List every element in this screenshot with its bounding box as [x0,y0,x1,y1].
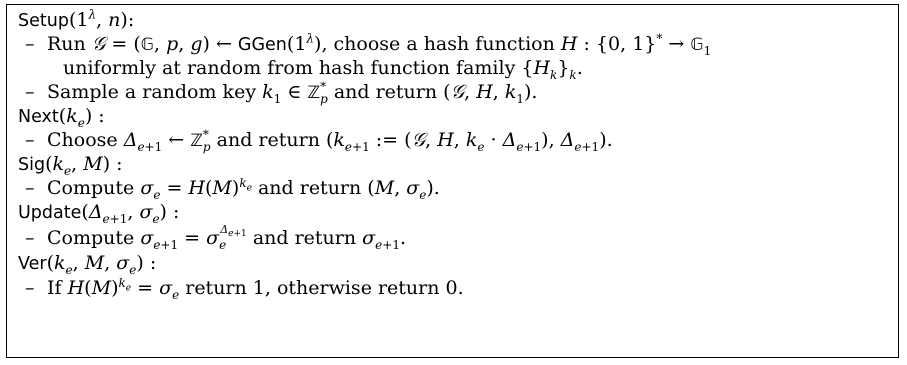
next-step-1: –Choose Δe+1 ← ℤ*p and return (ke+1 := (… [25,127,613,154]
next-header: Next(ke) : [18,105,105,130]
sample-text: Sample a random key [47,81,257,103]
compute-text: Compute [47,177,135,199]
algorithm-box: Setup(1λ, n): –Run 𝒢 = (𝔾, p, g) ← GGen(… [6,4,899,358]
compute-text: Compute [47,227,135,249]
return-text: return 1, otherwise return 0. [185,277,464,299]
choose-text: Choose [47,129,118,151]
sig-step-1: –Compute σe = H(M)ke and return (M, σe). [25,175,440,202]
ver-step-1: –If H(M)ke = σe return 1, otherwise retu… [25,275,464,302]
and-return-text: and return [257,177,362,199]
setup-step-2: –Sample a random key k1 ∈ ℤ*p and return… [25,79,538,106]
update-header: Update(Δe+1, σe) : [18,201,180,226]
and-return-text: and return [333,81,438,103]
if-text: If [47,277,62,299]
and-return-text: and return [252,227,357,249]
sig-name: Sig [18,155,46,175]
sig-header: Sig(ke, M) : [18,153,123,178]
setup-name: Setup [18,11,69,31]
setup-header: Setup(1λ, n): [18,7,135,31]
ver-header: Ver(ke, M, σe) : [18,252,157,277]
update-name: Update [18,203,82,223]
setup-step-1: –Run 𝒢 = (𝔾, p, g) ← GGen(1λ), choose a … [25,31,712,58]
ggen-name: GGen [237,35,287,55]
ver-name: Ver [18,254,47,274]
uniformly-text: uniformly at random from hash function f… [63,57,516,79]
next-name: Next [18,107,59,127]
setup-step-1-cont: uniformly at random from hash function f… [63,57,583,82]
choose-hash-text: , choose a hash function [321,33,555,55]
run-word: Run [47,33,86,55]
and-return-text: and return [216,129,320,151]
update-step-1: –Compute σe+1 = σeΔe+1 and return σe+1. [25,222,407,252]
